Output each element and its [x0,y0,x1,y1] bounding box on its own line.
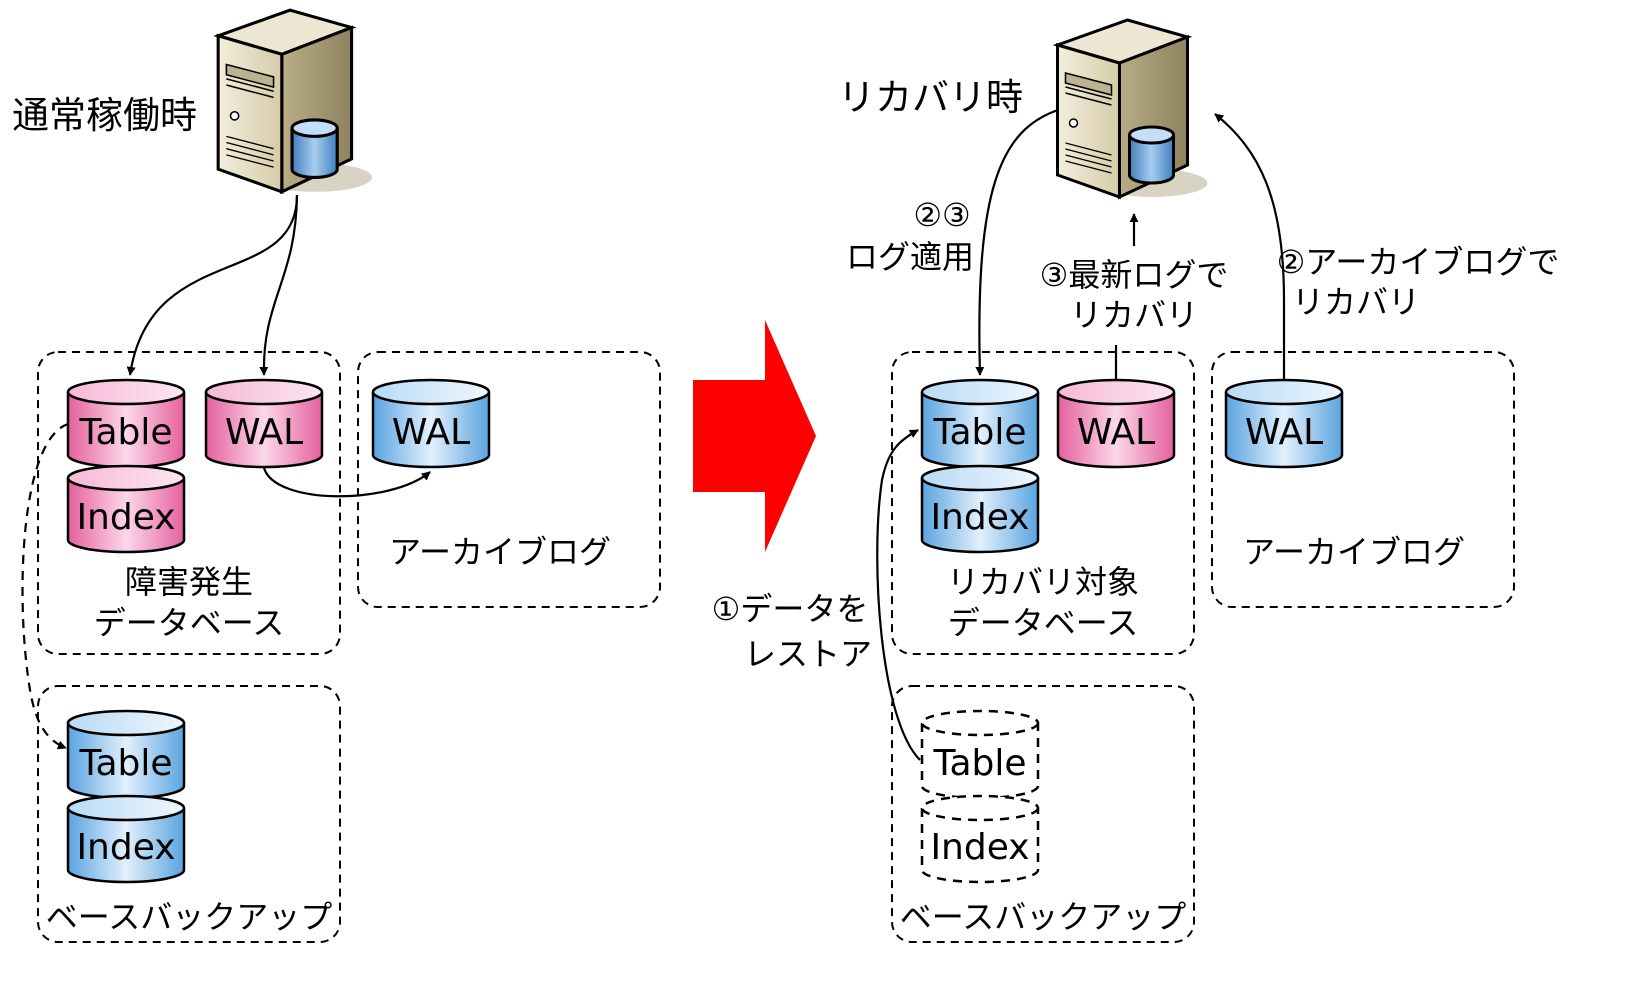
normal-title: 通常稼働時 [12,94,197,137]
recovery-database-box [891,351,1195,655]
target-table-cylinder: Table [920,378,1040,469]
target-table-label: Table [932,412,1026,453]
apply-log-number: ②③ [913,196,970,234]
backup-table-label: Table [78,743,172,784]
archive-recover-line2: リカバリ [1292,283,1420,321]
backup-index-cylinder: Index [66,794,186,884]
recovery-archive-wal-label: WAL [1245,412,1323,453]
recovery-backup-table-label: Table [932,743,1026,784]
restore-arrow [876,429,921,761]
backup-table-cylinder: Table [66,709,186,800]
failed-index-cylinder: Index [66,464,186,554]
base-backup-label: ベースバックアップ [46,898,332,936]
apply-log-text: ログ適用 [846,238,974,276]
failed-wal-cylinder: WAL [204,378,324,469]
archive-recover-arrow [1214,113,1286,380]
failed-table-label: Table [78,412,172,453]
server-icon [216,8,374,194]
recovery-base-backup-box [891,685,1195,943]
failed-index-label: Index [76,497,175,538]
server-icon [1055,18,1210,199]
archive-wal-cylinder: WAL [371,378,491,469]
restore-line1: ①データを [712,590,869,628]
latest-log-line1: ③最新ログで [1040,256,1229,294]
failed-table-cylinder: Table [66,378,186,469]
target-db-label-line2: データベース [948,604,1138,642]
archive-log-label: アーカイブログ [389,533,611,571]
failed-wal-label: WAL [225,412,303,453]
archive-log-box [357,351,661,608]
recovery-backup-index-cylinder: Index [920,794,1040,884]
base-backup-box [37,685,341,943]
recovery-archive-log-label: アーカイブログ [1243,533,1465,571]
target-wal-label: WAL [1077,412,1155,453]
archive-arrow [262,467,431,498]
target-index-cylinder: Index [920,464,1040,554]
failed-db-label-line1: 障害発生 [125,563,253,601]
archive-wal-label: WAL [392,412,470,453]
archive-recover-line1: ②アーカイブログで [1277,243,1560,281]
backup-index-label: Index [76,827,175,868]
transition-arrow-icon [693,320,816,552]
failed-db-label-line2: データベース [94,604,284,642]
target-wal-cylinder: WAL [1056,378,1176,469]
backup-arrow [21,422,69,750]
recovery-archive-wal-cylinder: WAL [1224,378,1344,469]
target-db-label-line1: リカバリ対象 [947,563,1139,601]
recovery-title: リカバリ時 [838,76,1023,119]
recovery-archive-log-box [1211,351,1515,608]
write-table-arrow [126,194,299,376]
write-wal-arrow [259,194,299,376]
failed-database-box [37,351,341,655]
recovery-backup-table-cylinder: Table [920,709,1040,800]
recovery-backup-index-label: Index [930,827,1029,868]
target-index-label: Index [930,497,1029,538]
restore-line2: レストア [744,635,872,673]
recovery-base-backup-label: ベースバックアップ [900,898,1186,936]
latest-log-line2: リカバリ [1070,296,1198,334]
apply-log-arrow [975,108,1059,376]
